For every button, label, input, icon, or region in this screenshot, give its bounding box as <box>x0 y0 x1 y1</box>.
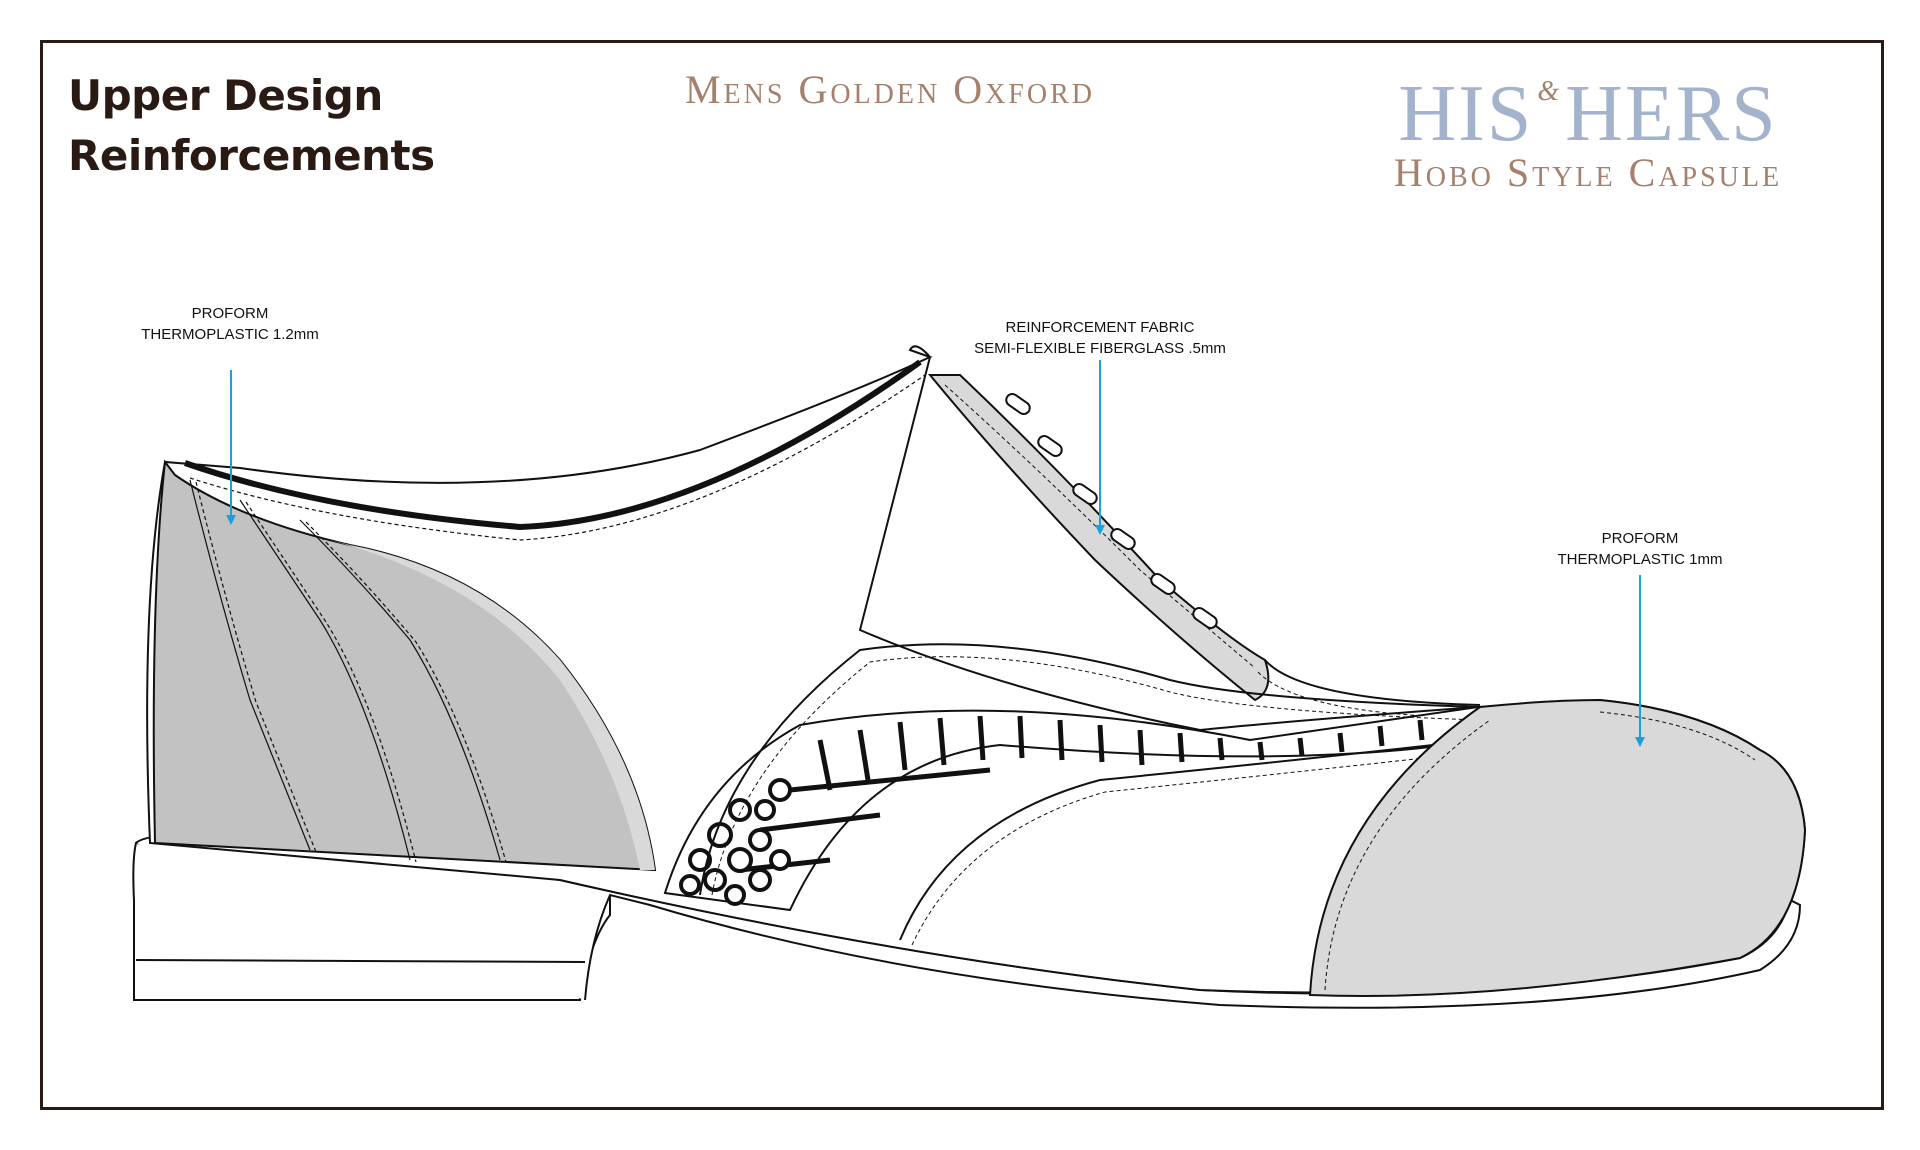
toe-cap-stitching <box>1324 711 1756 991</box>
quarter-outer-edge <box>699 643 1479 896</box>
topline-collar <box>184 359 922 531</box>
eyelet <box>1150 572 1176 596</box>
eyestay-reinforcement <box>927 374 1270 702</box>
callout-eyestay-reinforcement: REINFORCEMENT FABRIC SEMI-FLEXIBLE FIBER… <box>960 317 1240 359</box>
diagram-frame <box>40 40 1884 1110</box>
page-title-line-1: Upper Design <box>68 71 383 120</box>
vamp-curve <box>1264 659 1481 706</box>
quarter-outer-stitching <box>711 656 1479 896</box>
product-title: Mens Golden Oxford <box>684 67 1095 112</box>
eyelets <box>1005 392 1218 630</box>
callout-heel-line-1: PROFORM <box>191 305 269 322</box>
quarter-inner-edge <box>899 739 1479 941</box>
brand-logo: HIS&HERS Hobo Style Capsule <box>1330 52 1846 195</box>
brand-wordmark: HIS&HERS <box>1330 52 1846 154</box>
callout-toe-line-1: PROFORM <box>1601 530 1679 547</box>
brand-hers: HERS <box>1565 70 1778 158</box>
eyelet <box>1005 392 1031 416</box>
topline-stitching <box>189 374 926 541</box>
brand-ampersand: & <box>1537 76 1562 107</box>
callout-eyestay-line-1: REINFORCEMENT FABRIC <box>1005 319 1195 336</box>
callout-heel-reinforcement: PROFORM THERMOPLASTIC 1.2mm <box>120 303 340 345</box>
brand-subtitle: Hobo Style Capsule <box>1393 150 1783 195</box>
eyelet <box>1072 482 1098 506</box>
callout-heel-line-2: THERMOPLASTIC 1.2mm <box>141 326 319 343</box>
heel-seam-lines <box>189 479 507 863</box>
toe-cap <box>1308 698 1807 997</box>
brand-his: HIS <box>1398 70 1534 158</box>
heel-counter-reinforcement <box>152 459 657 872</box>
callout-toe-line-2: THERMOPLASTIC 1mm <box>1557 551 1723 568</box>
toe-reinforcement <box>1308 698 1807 997</box>
croc-scales <box>739 715 1425 873</box>
vamp-lines <box>1257 659 1481 719</box>
callout-eyestay-line-2: SEMI-FLEXIBLE FIBERGLASS .5mm <box>974 340 1226 357</box>
eyelet <box>1192 606 1218 630</box>
eyelet <box>1037 434 1063 458</box>
page-title-line-2: Reinforcements <box>68 131 435 180</box>
heel-lift-line <box>135 959 586 963</box>
vamp-stitching <box>1257 671 1481 719</box>
pebble-texture <box>679 778 792 906</box>
callout-toe-reinforcement: PROFORM THERMOPLASTIC 1mm <box>1520 528 1760 570</box>
page-title: Upper Design Reinforcements <box>68 66 435 186</box>
eyelet <box>1110 527 1136 551</box>
eyestay-stitching <box>944 384 1256 669</box>
eyestay-fabric <box>927 374 1270 702</box>
callout-arrows <box>226 360 1645 747</box>
heel-counter-highlight <box>330 540 655 870</box>
quarter-panel <box>699 643 1479 946</box>
